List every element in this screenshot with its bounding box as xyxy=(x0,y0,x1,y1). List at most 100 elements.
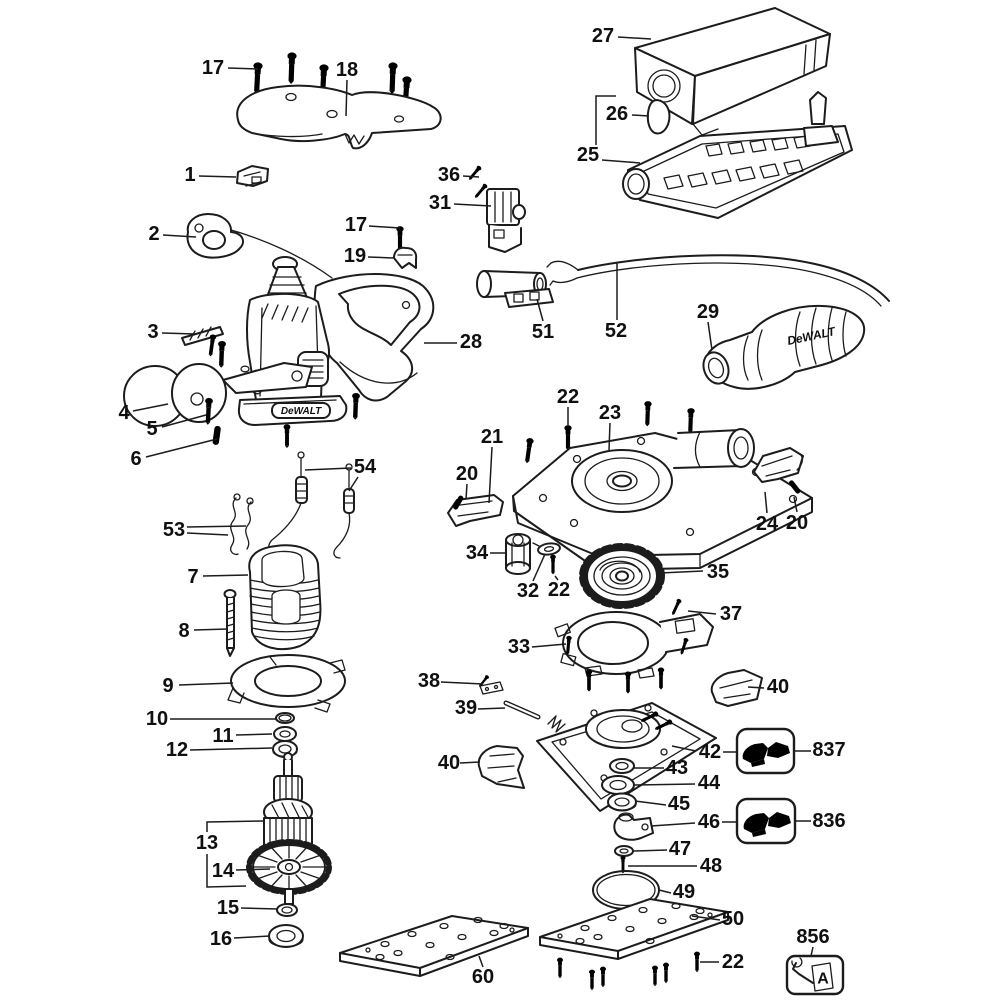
part-label-34: 34 xyxy=(466,542,489,564)
leader-line-3 xyxy=(161,332,196,335)
leader-line-40 xyxy=(459,761,481,764)
body-brand-label: DeWALT xyxy=(281,406,322,417)
part-label-17: 17 xyxy=(202,57,224,79)
leader-line-38 xyxy=(440,681,484,685)
leader-line-29 xyxy=(707,321,713,351)
box-856-accessory: A xyxy=(785,954,845,996)
part-label-2: 2 xyxy=(148,223,159,245)
part-label-54: 54 xyxy=(354,456,377,478)
part-19-clamp xyxy=(393,246,418,269)
part-label-23: 23 xyxy=(599,402,621,424)
box-856-glyph: A xyxy=(817,971,829,988)
part-42-base-plate xyxy=(536,702,717,812)
part-43-ring xyxy=(609,758,635,774)
part-54-brush-assemblies xyxy=(268,451,355,559)
part-label-29: 29 xyxy=(697,301,719,323)
leader-line-6 xyxy=(145,438,218,458)
part-18-top-cover xyxy=(236,84,442,150)
part-32-washer xyxy=(532,542,561,556)
leader-line-24 xyxy=(764,491,768,514)
part-label-51: 51 xyxy=(532,321,554,343)
part-label-60: 60 xyxy=(472,966,494,988)
part-39-pin xyxy=(503,700,541,720)
leader-line-14 xyxy=(235,868,271,871)
leader-line-18 xyxy=(345,79,348,117)
part-3-sticker xyxy=(181,326,224,357)
leader-line-1 xyxy=(198,175,237,178)
part-44-ring xyxy=(601,775,635,795)
leader-line-60 xyxy=(478,955,484,968)
screws-22-platen-group xyxy=(557,951,700,991)
part-36-screws xyxy=(467,164,489,200)
part-6-pin xyxy=(212,425,222,446)
leader-line-47 xyxy=(632,849,668,852)
part-50-platen xyxy=(539,898,729,960)
part-label-18: 18 xyxy=(336,59,358,81)
leader-line-32 xyxy=(532,553,546,582)
leader-line-35 xyxy=(659,570,704,574)
leader-line-46 xyxy=(650,822,696,827)
part-31-switch xyxy=(486,188,526,253)
part-label-19: 19 xyxy=(344,245,366,267)
part-label-52: 52 xyxy=(605,320,627,342)
leader-line-27 xyxy=(617,36,652,40)
part-1-clip xyxy=(236,165,269,187)
part-label-12: 12 xyxy=(166,739,188,761)
leader-line-17 xyxy=(227,67,259,70)
part-label-53: 53 xyxy=(163,519,185,541)
part-10-ring xyxy=(275,712,295,724)
part-label-13: 13 xyxy=(196,832,218,854)
part-label-32: 32 xyxy=(517,580,539,602)
part-label-5: 5 xyxy=(146,418,157,440)
part-label-31: 31 xyxy=(429,192,451,214)
leader-line-25 xyxy=(601,159,641,164)
leader-line-54 xyxy=(304,467,352,471)
leader-line-40 xyxy=(747,686,765,689)
part-label-7: 7 xyxy=(187,566,198,588)
part-16-ball-bearing xyxy=(268,924,304,948)
leader-line-42 xyxy=(671,745,697,752)
part-label-27: 27 xyxy=(592,25,614,47)
part-28-motor-housing: DeWALT xyxy=(217,256,435,448)
part-label-36: 36 xyxy=(438,164,460,186)
part-label-40: 40 xyxy=(767,676,789,698)
part-7-field xyxy=(248,544,322,651)
part-15-washer xyxy=(276,903,298,917)
leader-line-11 xyxy=(235,733,273,736)
part-label-45: 45 xyxy=(668,793,690,815)
leader-line-22 xyxy=(554,575,559,581)
leader-line-20 xyxy=(465,483,468,500)
leader-line-45 xyxy=(634,800,667,806)
leader-line-856 xyxy=(810,946,814,957)
leader-line-7 xyxy=(202,574,249,577)
part-label-836: 836 xyxy=(812,810,845,832)
box-836-accessory xyxy=(735,797,797,845)
part-label-38: 38 xyxy=(418,670,440,692)
part-label-11: 11 xyxy=(212,725,233,747)
part-51-capacitor xyxy=(476,270,554,308)
part-label-22: 22 xyxy=(548,579,570,601)
part-40-right-clamp xyxy=(710,669,763,707)
part-53-springs xyxy=(230,493,254,556)
part-label-25: 25 xyxy=(577,144,599,166)
part-23-housing-cover xyxy=(512,428,813,571)
part-label-20: 20 xyxy=(786,512,808,534)
part-label-40: 40 xyxy=(438,752,460,774)
part-label-17: 17 xyxy=(345,214,367,236)
leader-line-53 xyxy=(186,532,229,536)
part-14-armature-fan xyxy=(246,839,332,911)
part-35-fan xyxy=(579,543,665,609)
leader-line-49 xyxy=(658,889,672,894)
part-label-16: 16 xyxy=(210,928,232,950)
part-46-bracket xyxy=(613,812,654,841)
part-label-8: 8 xyxy=(178,620,189,642)
part-label-49: 49 xyxy=(673,881,695,903)
part-label-15: 15 xyxy=(217,897,239,919)
leader-line-13 xyxy=(206,854,247,888)
leader-line-50 xyxy=(691,915,721,921)
part-2-locator xyxy=(186,213,333,279)
part-label-21: 21 xyxy=(481,426,503,448)
part-label-9: 9 xyxy=(162,675,173,697)
part-25-filter-tray xyxy=(622,91,853,219)
